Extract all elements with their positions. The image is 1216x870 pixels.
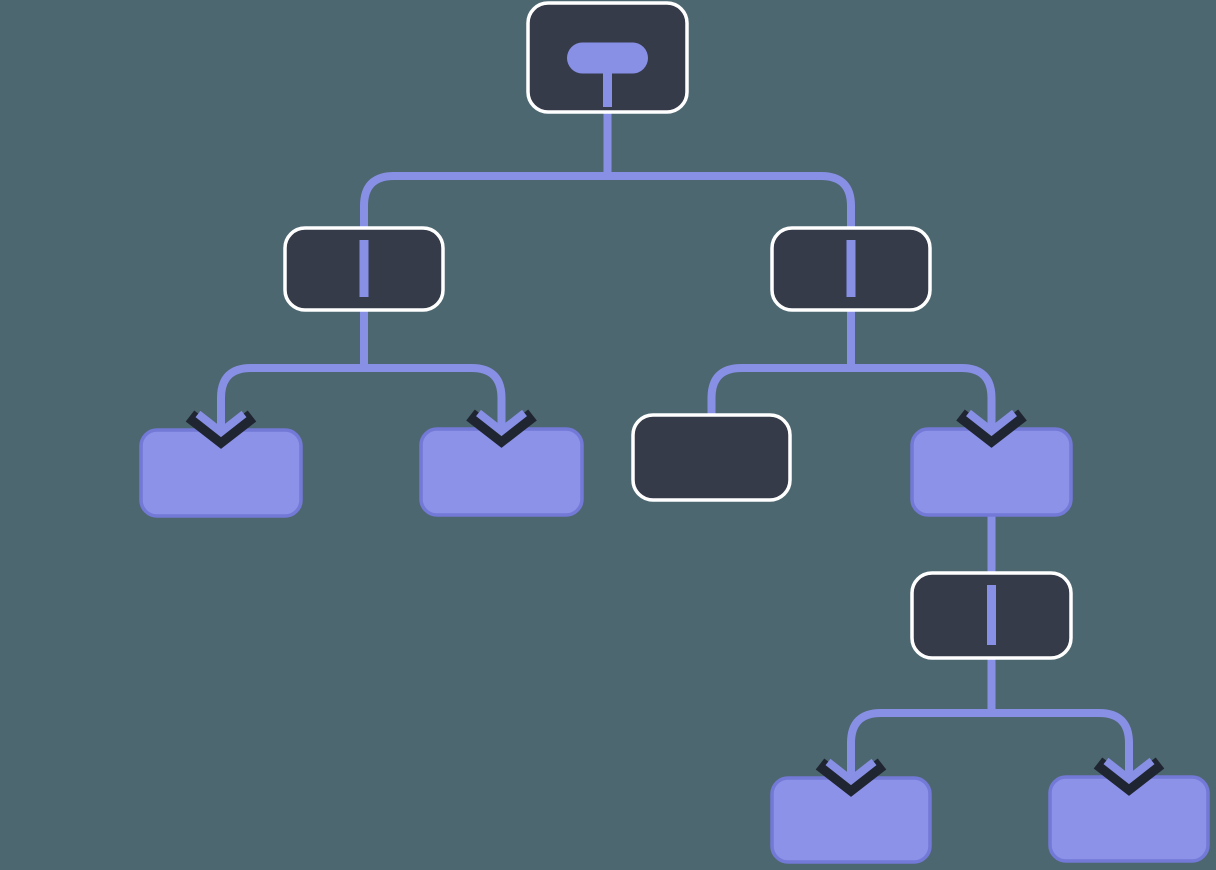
chevron-down-outline-icon <box>466 409 537 448</box>
chevron-down-outline-icon <box>956 409 1027 448</box>
chevron-down-arrow-icon <box>825 752 877 786</box>
root-pill-icon <box>567 42 648 74</box>
connector-bottom-bar <box>847 709 1133 780</box>
chevron-down-arrow-icon <box>195 404 247 438</box>
arrowheads-layer <box>185 403 1165 797</box>
chevron-down-arrow-icon <box>966 403 1017 437</box>
chevron-down-outline-icon <box>1093 757 1165 796</box>
connector-right-bar <box>707 364 996 431</box>
node-node-mid-dark[interactable] <box>631 413 792 502</box>
node-icons-layer <box>359 42 996 645</box>
nodes-layer <box>139 1 1210 864</box>
root-pill-stem-icon <box>603 71 612 107</box>
connectors-layer <box>217 110 1133 780</box>
chevron-down-outline-icon <box>185 410 257 449</box>
chevron-down-arrow-icon <box>476 403 527 437</box>
connector-left-bar <box>217 364 506 432</box>
chevron-down-outline-icon <box>815 758 887 797</box>
connector-top-bar <box>360 172 855 229</box>
chevron-down-arrow-icon <box>1103 751 1155 785</box>
